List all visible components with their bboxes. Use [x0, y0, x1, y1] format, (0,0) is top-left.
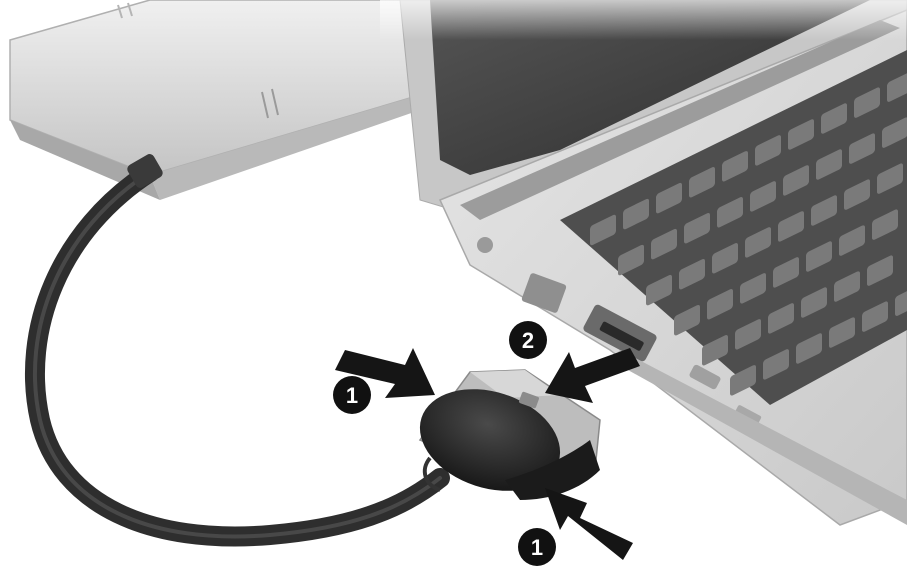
step-label-1-lower: 1 — [531, 535, 543, 560]
step-label-1-upper: 1 — [346, 383, 358, 408]
step-badge-1-upper: 1 — [333, 376, 371, 414]
step-label-2: 2 — [522, 328, 534, 353]
step-badge-2: 2 — [509, 321, 547, 359]
step-badge-1-lower: 1 — [518, 528, 556, 566]
